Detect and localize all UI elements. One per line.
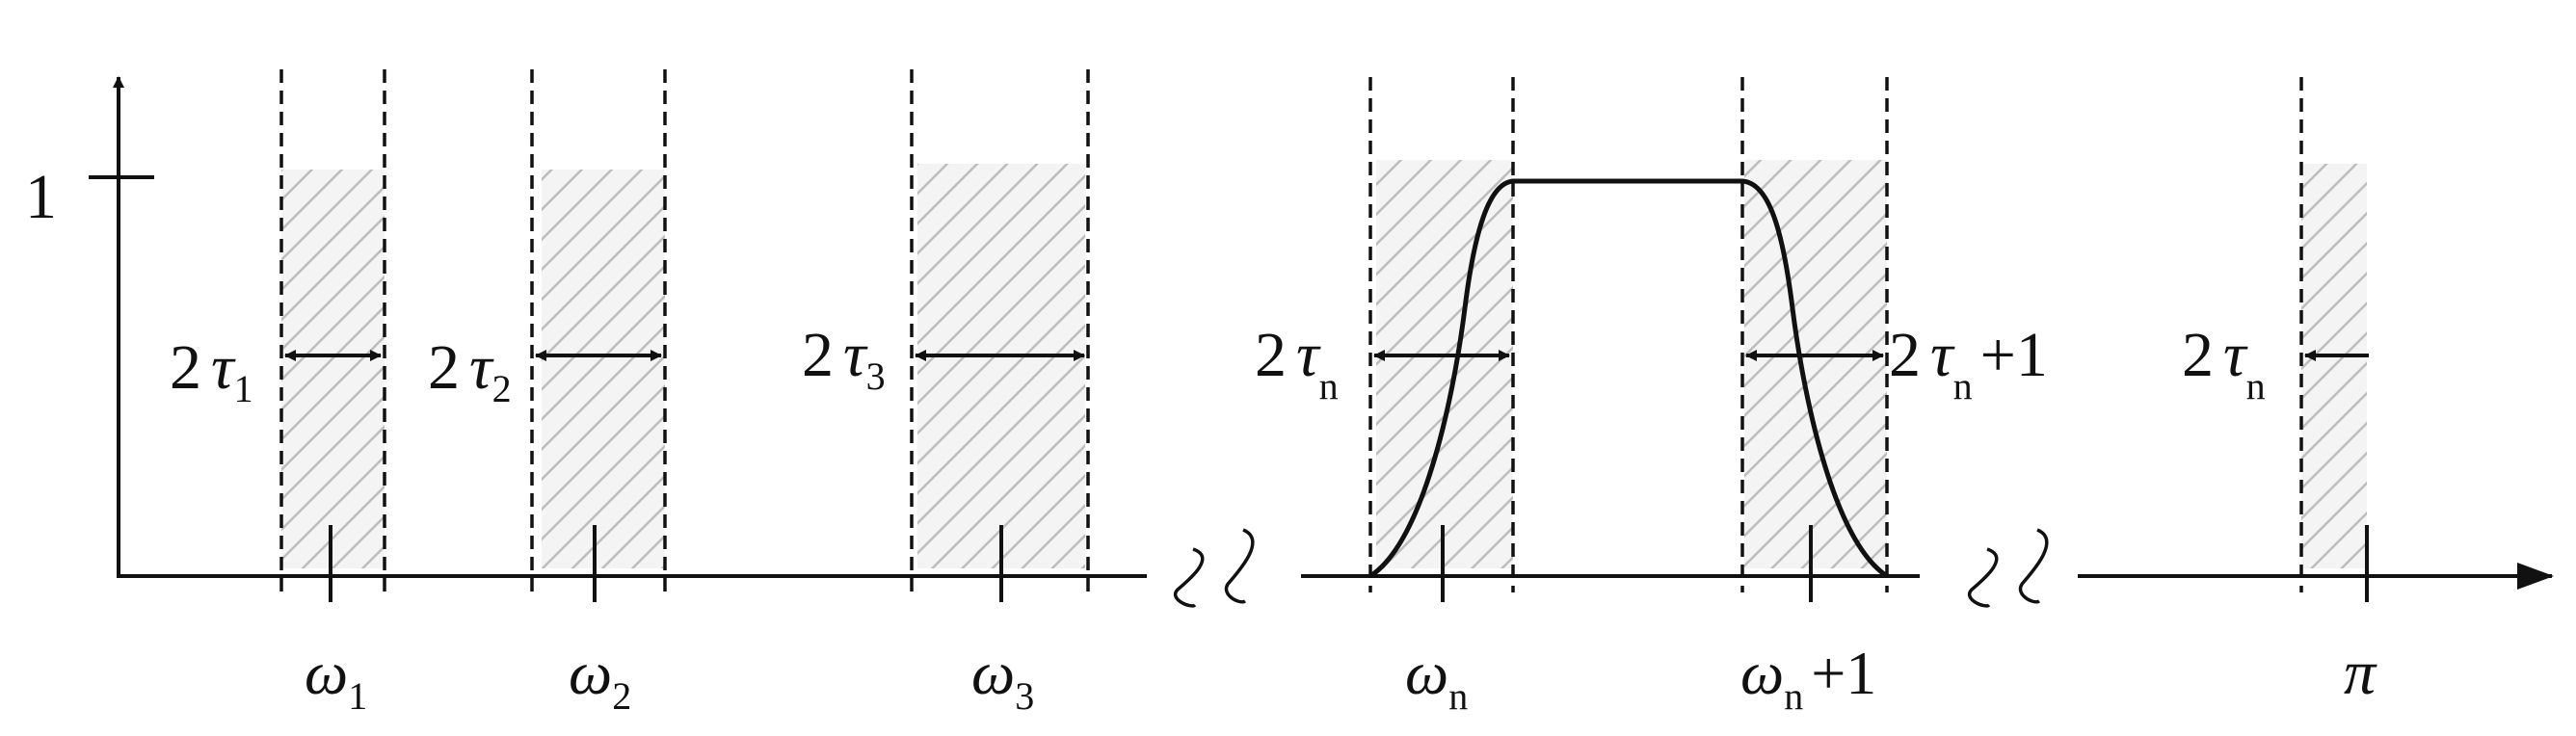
- axis-break-icon: [1173, 547, 1205, 608]
- axes: [89, 76, 2554, 590]
- band-hatch-w3: [917, 164, 1085, 568]
- omega-label-w1: ω1: [305, 639, 367, 718]
- omega-label-w2: ω2: [569, 639, 631, 718]
- x-axis-arrowhead: [2517, 563, 2554, 590]
- band-boundaries: [279, 69, 2303, 592]
- passband-curve: [1368, 178, 1889, 579]
- hatched-bands: [281, 160, 2367, 568]
- axis-break-icon: [2018, 528, 2049, 604]
- omega-label-wn: ωn: [1405, 639, 1468, 718]
- band-hatch-w1: [281, 170, 385, 568]
- band-hatch-wn1: [1744, 160, 1887, 568]
- omega-label-wn1: ωn+1: [1740, 639, 1876, 718]
- axis-break-icon: [1967, 547, 1999, 608]
- axis-break-icons: [1173, 528, 2049, 608]
- band-hatch-pi: [2301, 164, 2367, 568]
- axis-break-icon: [1224, 528, 1255, 604]
- band-hatch-wn: [1376, 160, 1513, 568]
- center-ticks: [329, 525, 2369, 602]
- omega-labels: ω1 ω2 ω3 ωn ωn+1 π: [305, 638, 2377, 718]
- pi-label: π: [2344, 638, 2377, 708]
- y-tick-label: 1: [25, 162, 57, 232]
- omega-label-w3: ω3: [971, 639, 1034, 718]
- band-hatch-w2: [542, 170, 665, 568]
